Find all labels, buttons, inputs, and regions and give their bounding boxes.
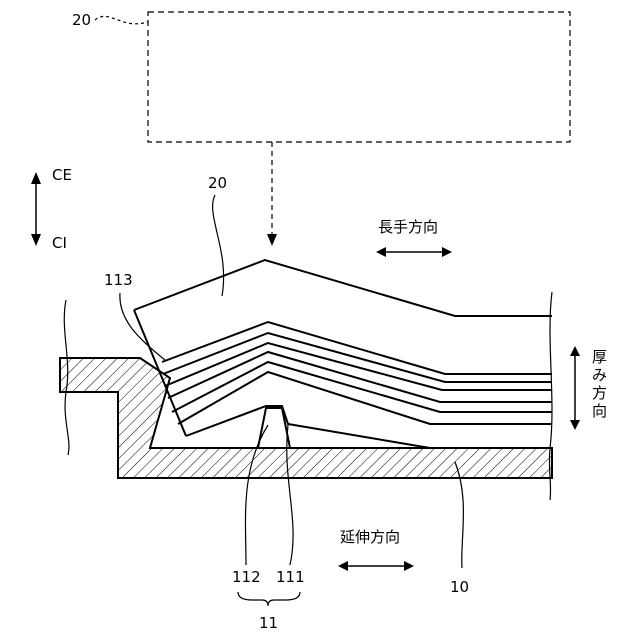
label-111: 111 — [276, 568, 305, 586]
label-10: 10 — [450, 578, 469, 596]
longitudinal-head-right — [442, 247, 452, 257]
label-11: 11 — [259, 614, 278, 632]
thickness-char-4: 向 — [592, 402, 607, 420]
leader-box-20 — [95, 16, 148, 23]
brace-11 — [238, 592, 300, 606]
dashed-arrow-head — [267, 234, 277, 246]
thickness-char-2: み — [592, 366, 607, 384]
label-113: 113 — [104, 271, 133, 289]
label-112: 112 — [232, 568, 261, 586]
extension-head-right — [404, 561, 414, 571]
thickness-char-3: 方 — [592, 384, 607, 402]
longitudinal-head-left — [376, 247, 386, 257]
dashed-box-20 — [148, 12, 570, 142]
substrate-10 — [60, 358, 552, 478]
leader-112 — [245, 425, 268, 565]
label-box-20: 20 — [72, 11, 91, 29]
leader-113 — [120, 293, 165, 360]
ce-arrow-head — [31, 172, 41, 184]
label-ce: CE — [52, 166, 72, 184]
label-longitudinal: 長手方向 — [378, 218, 438, 236]
label-extension: 延伸方向 — [340, 528, 400, 546]
leader-sheet-20 — [213, 195, 224, 296]
label-sheet-20: 20 — [208, 174, 227, 192]
extension-head-left — [338, 561, 348, 571]
sheet-layer-20 — [134, 260, 552, 316]
label-ci: CI — [52, 234, 67, 252]
thickness-head-up — [570, 346, 580, 356]
thickness-head-down — [570, 420, 580, 430]
ci-arrow-head — [31, 234, 41, 246]
thickness-char-1: 厚 — [592, 348, 607, 366]
